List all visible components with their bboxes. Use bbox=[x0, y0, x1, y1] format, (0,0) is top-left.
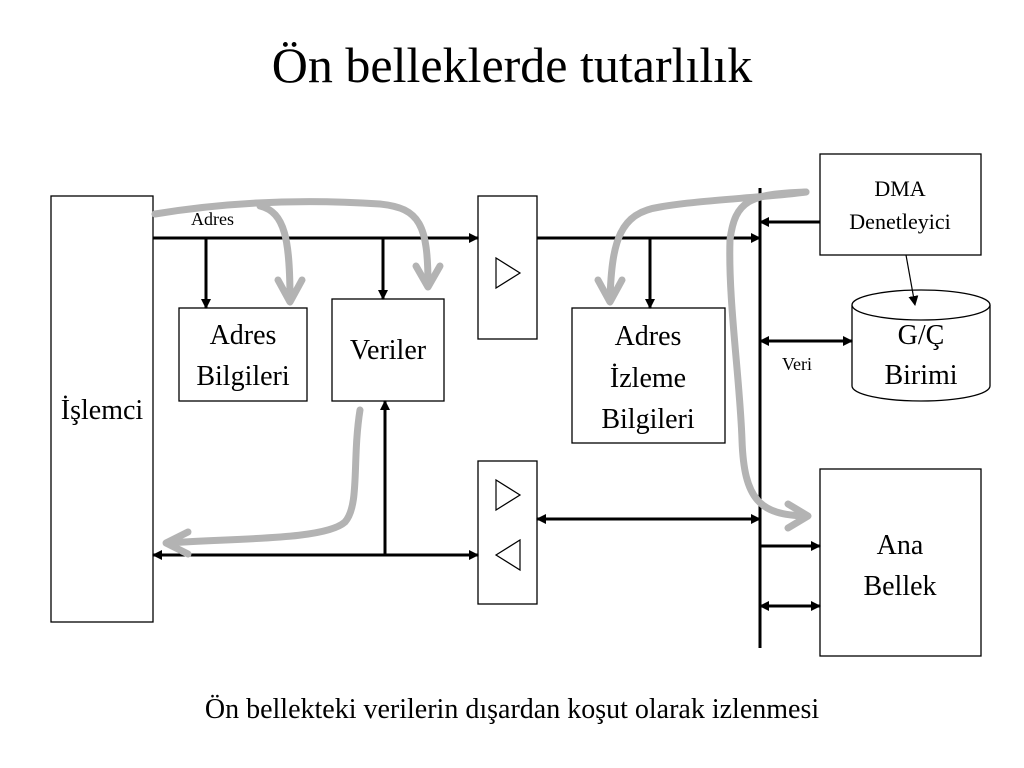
snoop-info-label-line1: Adres bbox=[615, 321, 682, 352]
gray-flow-processor-to-caches bbox=[151, 198, 444, 306]
dma-label-line1: DMA bbox=[874, 176, 925, 201]
data-label: Veriler bbox=[350, 335, 427, 366]
snoop-info-label-line2: İzleme bbox=[610, 363, 686, 394]
address-buffer-triangle-icon bbox=[495, 256, 522, 290]
io-unit-label-line2: Birimi bbox=[884, 360, 957, 391]
data-box bbox=[331, 298, 445, 402]
slide-title: Ön belleklerde tutarlılık bbox=[271, 37, 753, 93]
io-unit-cylinder bbox=[851, 289, 991, 402]
main-memory-label-line2: Bellek bbox=[863, 571, 936, 602]
gray-flow-data-to-processor bbox=[162, 406, 364, 558]
slide-caption: Ön bellekteki verilerin dışardan koşut o… bbox=[204, 694, 820, 725]
data-bus-label: Veri bbox=[782, 354, 812, 374]
address-info-label-line2: Bilgileri bbox=[196, 361, 290, 392]
gray-flow-dma-to-memory bbox=[726, 188, 812, 532]
snoop-info-label-line3: Bilgileri bbox=[601, 404, 695, 435]
snoop-info-box bbox=[571, 307, 726, 444]
dma-label-line2: Denetleyici bbox=[849, 209, 950, 234]
data-buffer-left-triangle-icon bbox=[494, 538, 521, 572]
processor-box bbox=[50, 195, 154, 623]
main-memory-label-line1: Ana bbox=[877, 530, 924, 561]
address-info-box bbox=[178, 307, 308, 402]
dma-to-io-arrow bbox=[905, 254, 919, 306]
gray-flow-dma-to-snoop bbox=[594, 188, 810, 306]
address-info-label-line1: Adres bbox=[210, 320, 277, 351]
main-memory-box bbox=[819, 468, 982, 657]
data-buffer-box bbox=[477, 460, 538, 605]
data-buffer-right-triangle-icon bbox=[495, 478, 522, 512]
dma-controller-box bbox=[819, 153, 982, 256]
io-unit-label-line1: G/Ç bbox=[898, 320, 945, 351]
address-bus-label: Adres bbox=[191, 209, 234, 229]
processor-label: İşlemci bbox=[61, 395, 144, 426]
